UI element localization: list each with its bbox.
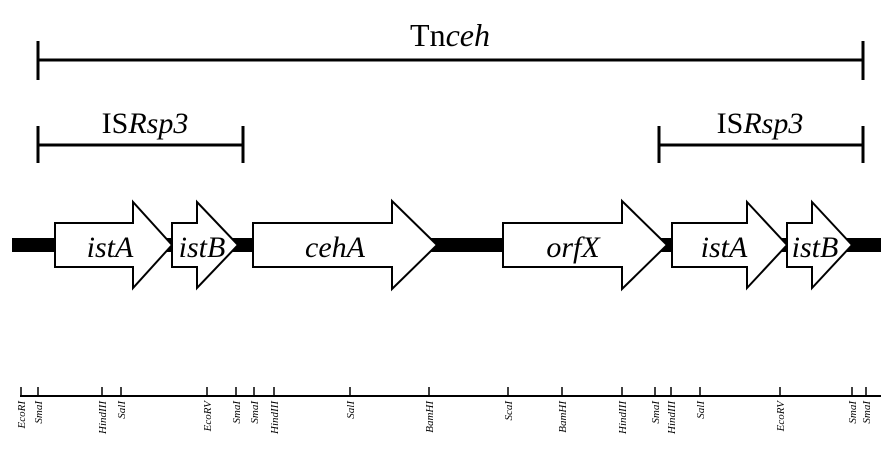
site-label: BamHI <box>557 400 569 433</box>
is-left-span <box>36 126 245 163</box>
site-label: SalI <box>695 400 707 419</box>
site-label: SmaI <box>33 400 45 424</box>
gene-arrow-ista-right: istA <box>671 199 789 291</box>
site-label: EcoRV <box>202 400 214 433</box>
gene-arrow-istb-left: istB <box>171 199 240 291</box>
is-right-label: ISRsp3 <box>717 107 804 140</box>
site-label: EcoRV <box>775 400 787 433</box>
site-label: HindIII <box>617 400 629 435</box>
site-label: HindIII <box>666 400 678 435</box>
site-label: SmaI <box>231 400 243 424</box>
gene-label: istA <box>87 231 134 264</box>
site-label: EcoRI <box>16 400 28 430</box>
gene-arrow-istb-right: istB <box>786 199 854 291</box>
gene-arrow-ista-left: istA <box>54 199 174 291</box>
tnceh-span <box>36 41 865 80</box>
is-right-span <box>657 126 865 163</box>
site-label: HindIII <box>97 400 109 435</box>
gene-label: istB <box>179 231 226 264</box>
site-label: SmaI <box>847 400 859 424</box>
gene-label: orfX <box>546 231 601 264</box>
site-label: SmaI <box>249 400 261 424</box>
site-label: SalI <box>345 400 357 419</box>
site-label: BamHI <box>424 400 436 433</box>
gene-arrow-orfx: orfX <box>502 198 669 292</box>
gene-label: cehA <box>305 231 366 264</box>
site-label: SalI <box>116 400 128 419</box>
tnceh-label: Tnceh <box>410 17 490 53</box>
site-label: SmaI <box>861 400 873 424</box>
site-label: ScaI <box>503 400 515 421</box>
site-label: SmaI <box>650 400 662 424</box>
gene-label: istA <box>701 231 748 264</box>
is-left-label: ISRsp3 <box>102 107 189 140</box>
gene-arrow-ceha: cehA <box>252 198 439 292</box>
gene-label: istB <box>792 231 839 264</box>
site-label: HindIII <box>269 400 281 435</box>
